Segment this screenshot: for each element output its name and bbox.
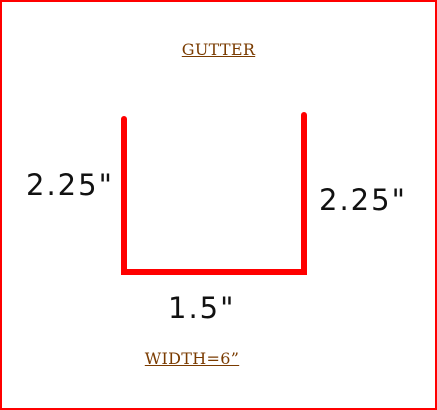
- right-side-dimension: 2.25": [319, 183, 407, 217]
- left-side-dimension: 2.25": [26, 168, 114, 202]
- width-note: WIDTH=6”: [144, 349, 240, 368]
- diagram-title: GUTTER: [181, 40, 256, 59]
- bottom-dimension: 1.5": [168, 291, 236, 325]
- gutter-profile-line: [121, 112, 307, 275]
